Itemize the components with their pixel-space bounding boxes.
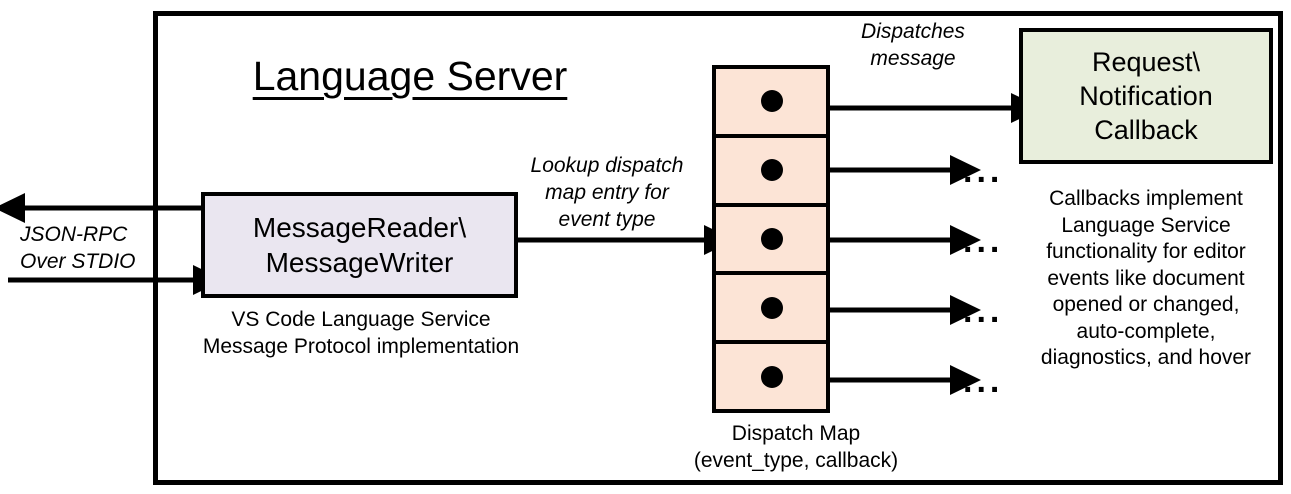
ellipsis-callback-5: ...	[963, 362, 1004, 400]
node-message-reader-writer-label: MessageReader\ MessageWriter	[252, 212, 467, 278]
dot-marker-icon	[761, 296, 783, 319]
edge-label-jsonrpc: JSON-RPC Over STDIO	[20, 223, 136, 273]
dispatch-map-table[interactable]	[712, 65, 830, 413]
edge-label-lookup-dispatch: Lookup dispatch map entry for event type	[530, 154, 684, 231]
table-row[interactable]	[716, 344, 826, 409]
ellipsis-callback-4: ...	[963, 292, 1004, 330]
dot-marker-icon	[761, 227, 783, 250]
node-message-reader-writer[interactable]: MessageReader\ MessageWriter	[201, 192, 518, 298]
dot-marker-icon	[761, 90, 783, 113]
table-row[interactable]	[716, 275, 826, 345]
node-request-notification-callback[interactable]: Request\ Notification Callback	[1019, 28, 1273, 164]
edge-label-dispatches-message: Dispatches message	[861, 20, 965, 70]
node-request-notification-callback-caption: Callbacks implement Language Service fun…	[1040, 187, 1252, 369]
dispatch-map-caption: Dispatch Map (event_type, callback)	[693, 422, 899, 472]
node-request-notification-callback-label: Request\ Notification Callback	[1079, 47, 1213, 145]
node-message-reader-writer-caption: VS Code Language Service Message Protoco…	[202, 308, 520, 358]
language-server-boundary	[153, 11, 1283, 485]
table-row[interactable]	[716, 69, 826, 138]
ellipsis-callback-3: ...	[963, 222, 1004, 260]
dot-marker-icon	[761, 365, 783, 388]
ellipsis-callback-2: ...	[963, 152, 1004, 190]
table-row[interactable]	[716, 138, 826, 207]
table-row[interactable]	[716, 207, 826, 276]
page-title: Language Server	[252, 53, 568, 99]
dot-marker-icon	[761, 159, 783, 182]
